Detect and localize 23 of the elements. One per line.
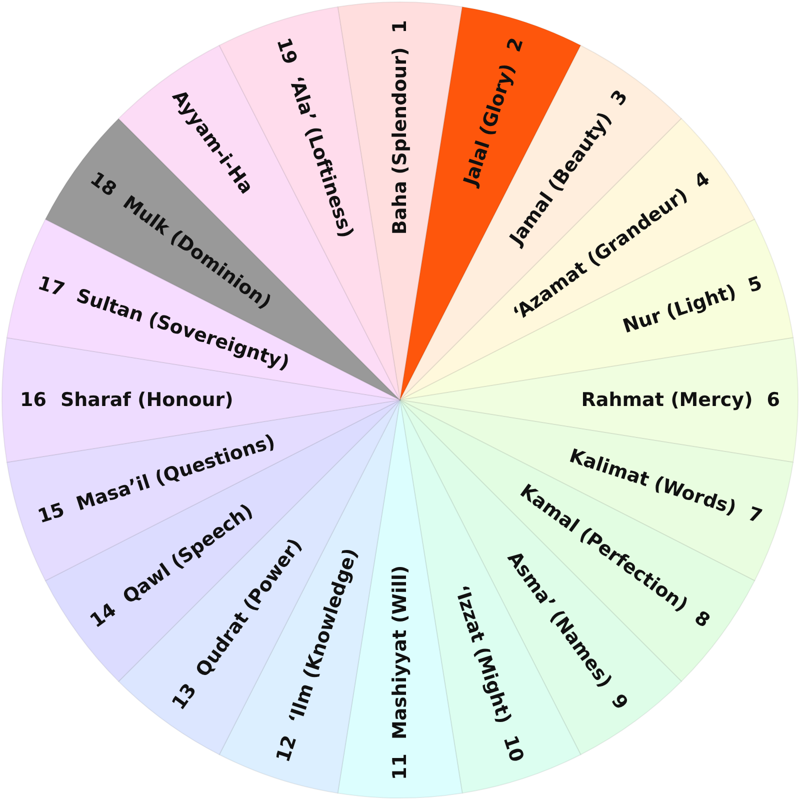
month-number: 11 [388,754,412,780]
month-number: 2 [502,34,529,55]
month-number: 7 [745,502,766,529]
month-number: 1 [388,20,412,34]
month-name: Sharaf (Honour) [60,388,234,412]
month-number: 19 [271,34,302,68]
month-number: 16 [20,388,46,412]
month-number: 12 [271,732,302,766]
month-name: Baha (Splendour) [388,47,412,235]
month-number: 14 [86,598,122,634]
month-name: Rahmat (Mercy) [581,388,753,412]
month-number: 8 [690,606,714,634]
month-number: 6 [766,388,780,412]
month-name: Mashiyyat (Will) [388,565,412,740]
month-number: 4 [690,166,714,194]
month-number: 18 [86,166,122,202]
month-number: 9 [606,690,634,714]
month-number: 17 [34,271,68,302]
month-number: 3 [606,86,634,110]
month-number: 10 [498,732,529,766]
month-number: 15 [34,498,68,529]
month-number: 5 [745,271,766,298]
month-number: 13 [166,678,202,714]
